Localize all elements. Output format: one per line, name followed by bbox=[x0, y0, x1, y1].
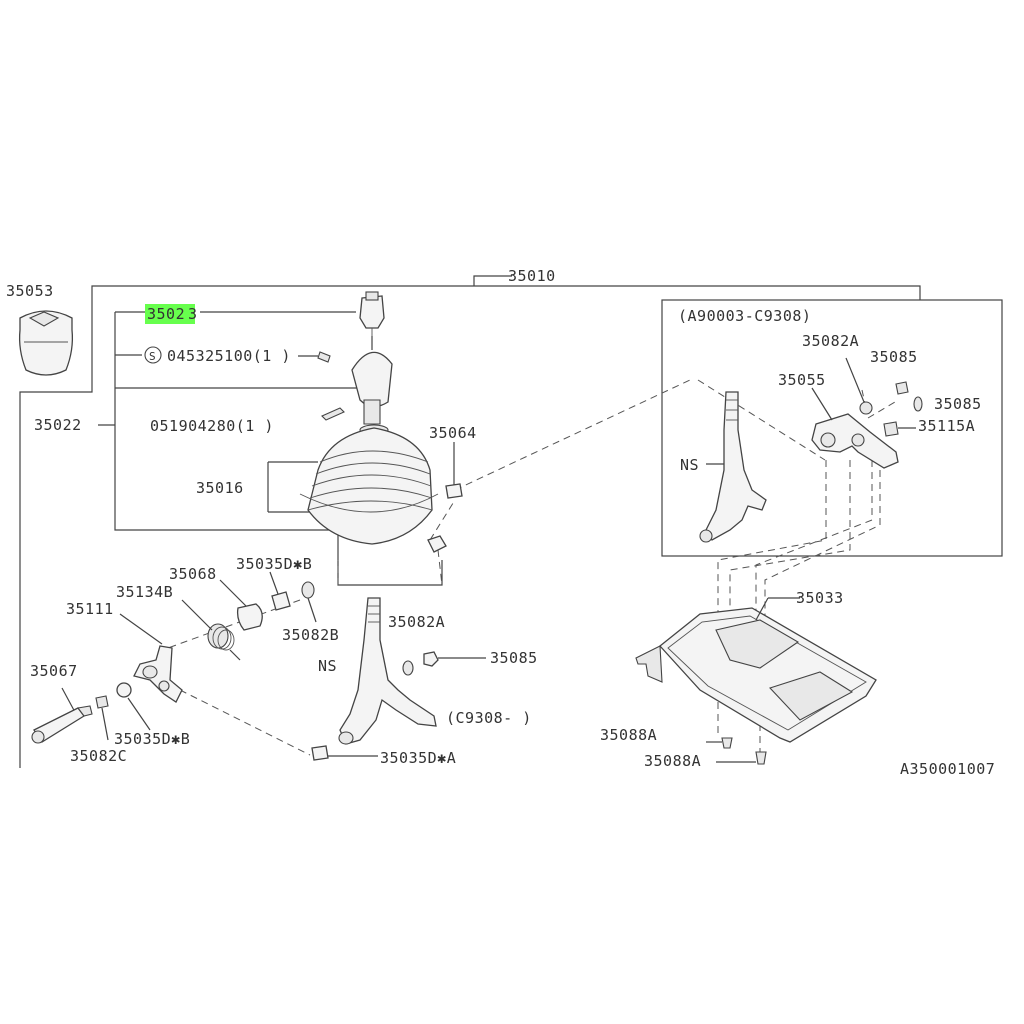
label-35111: 35111 bbox=[66, 600, 114, 618]
highlight-marker bbox=[145, 304, 195, 324]
service-symbol-circle bbox=[144, 346, 162, 364]
label-c9308-note: (C9308- ) bbox=[446, 709, 532, 727]
variant-inset-box bbox=[661, 299, 1003, 557]
spring-part bbox=[181, 599, 241, 661]
shift-knob-part bbox=[18, 310, 74, 376]
label-35082C: 35082C bbox=[70, 747, 127, 765]
assembly-bracket-lines bbox=[19, 275, 921, 768]
label-35016: 35016 bbox=[196, 479, 244, 497]
label-ns-lower: NS bbox=[318, 657, 337, 675]
lower-shift-lever-part bbox=[338, 597, 437, 745]
label-35033: 35033 bbox=[796, 589, 844, 607]
switch-connector-part bbox=[359, 291, 385, 336]
label-35085-inset-top: 35085 bbox=[870, 348, 918, 366]
pin-part bbox=[321, 407, 345, 421]
lower-bushings-part bbox=[95, 682, 378, 761]
label-inset-title: (A90003-C9308) bbox=[678, 307, 811, 325]
lower-washer-nut-part bbox=[402, 651, 486, 676]
part-labels: 35010 35053 3502 3 S 045325100(1 ) 35022… bbox=[6, 267, 995, 778]
service-symbol-letter: S bbox=[149, 350, 156, 363]
bushing-group-part bbox=[219, 571, 317, 631]
label-35134B: 35134B bbox=[116, 583, 173, 601]
label-35035DA: 35035D✱A bbox=[380, 749, 456, 767]
lever-plate-part bbox=[119, 613, 183, 703]
label-35082A-inset: 35082A bbox=[802, 332, 859, 350]
label-35067: 35067 bbox=[30, 662, 78, 680]
clip-part bbox=[427, 442, 463, 553]
label-35010: 35010 bbox=[508, 267, 556, 285]
inset-shift-lever-part bbox=[699, 391, 767, 543]
label-35055: 35055 bbox=[778, 371, 826, 389]
label-35115A: 35115A bbox=[918, 417, 975, 435]
label-35068: 35068 bbox=[169, 565, 217, 583]
label-35082A-lower: 35082A bbox=[388, 613, 445, 631]
label-35053: 35053 bbox=[6, 282, 54, 300]
label-045325100: 045325100(1 ) bbox=[167, 347, 291, 365]
label-35085-lower: 35085 bbox=[490, 649, 538, 667]
label-35088A-2: 35088A bbox=[644, 752, 701, 770]
figure-id: A350001007 bbox=[900, 760, 995, 778]
label-35035DB-top: 35035D✱B bbox=[236, 555, 312, 573]
lever-boot-part bbox=[299, 336, 439, 545]
label-35085-inset-right: 35085 bbox=[934, 395, 982, 413]
inset-bracket-part bbox=[811, 357, 923, 469]
rod-part bbox=[31, 687, 93, 744]
label-35022: 35022 bbox=[34, 416, 82, 434]
label-35082B: 35082B bbox=[282, 626, 339, 644]
small-bolt-part bbox=[298, 351, 331, 363]
tray-bolts-part bbox=[706, 737, 767, 765]
label-35023-rest: 3 bbox=[188, 305, 198, 323]
label-051904280: 051904280(1 ) bbox=[150, 417, 274, 435]
label-35023-highlighted: 3502 bbox=[147, 305, 185, 323]
label-35088A-1: 35088A bbox=[600, 726, 657, 744]
label-35035DB-bottom: 35035D✱B bbox=[114, 730, 190, 748]
base-tray-part bbox=[635, 597, 877, 743]
label-ns-inset: NS bbox=[680, 456, 699, 474]
label-35064: 35064 bbox=[429, 424, 477, 442]
